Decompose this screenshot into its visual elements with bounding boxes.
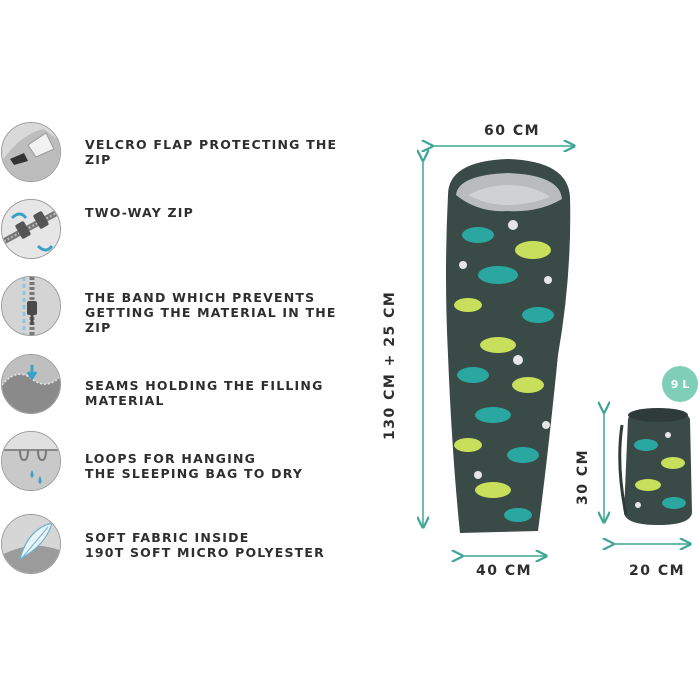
feature-label: TWO-WAY ZIP bbox=[85, 205, 194, 220]
feature-label: SEAMS HOLDING THE FILLING MATERIAL bbox=[85, 378, 324, 408]
feature-label: VELCRO FLAP PROTECTING THE ZIP bbox=[85, 137, 338, 167]
feature-velcro-flap: VELCRO FLAP PROTECTING THE ZIP bbox=[0, 122, 360, 186]
packed-bag-image bbox=[618, 408, 692, 525]
feature-label: SOFT FABRIC INSIDE 190T SOFT MICRO POLYE… bbox=[85, 530, 325, 560]
feature-two-way-zip: TWO-WAY ZIP bbox=[0, 199, 360, 263]
feature-zip-band: THE BAND WHICH PREVENTS GETTING THE MATE… bbox=[0, 276, 360, 340]
two-way-zip-icon bbox=[1, 199, 61, 259]
feature-label: THE BAND WHICH PREVENTS GETTING THE MATE… bbox=[85, 290, 337, 335]
pack-width-label: 20 CM bbox=[629, 563, 686, 579]
velcro-flap-icon bbox=[1, 122, 61, 182]
feature-soft-fabric: SOFT FABRIC INSIDE 190T SOFT MICRO POLYE… bbox=[0, 514, 360, 578]
bag-width-top-label: 60 CM bbox=[484, 123, 541, 139]
pack-volume-badge: 9 L bbox=[662, 366, 698, 402]
feature-label: LOOPS FOR HANGING THE SLEEPING BAG TO DR… bbox=[85, 451, 304, 481]
sleeping-bag-image bbox=[446, 159, 571, 533]
pack-height-label: 30 CM bbox=[575, 448, 591, 505]
bag-length-label: 130 CM + 25 CM bbox=[382, 290, 398, 440]
hanging-loops-icon bbox=[1, 431, 61, 491]
seams-icon bbox=[1, 354, 61, 414]
feature-hanging-loops: LOOPS FOR HANGING THE SLEEPING BAG TO DR… bbox=[0, 431, 360, 495]
feature-seams: SEAMS HOLDING THE FILLING MATERIAL bbox=[0, 354, 360, 418]
zip-band-icon bbox=[1, 276, 61, 336]
bag-width-bottom-label: 40 CM bbox=[476, 563, 533, 579]
soft-fabric-icon bbox=[1, 514, 61, 574]
